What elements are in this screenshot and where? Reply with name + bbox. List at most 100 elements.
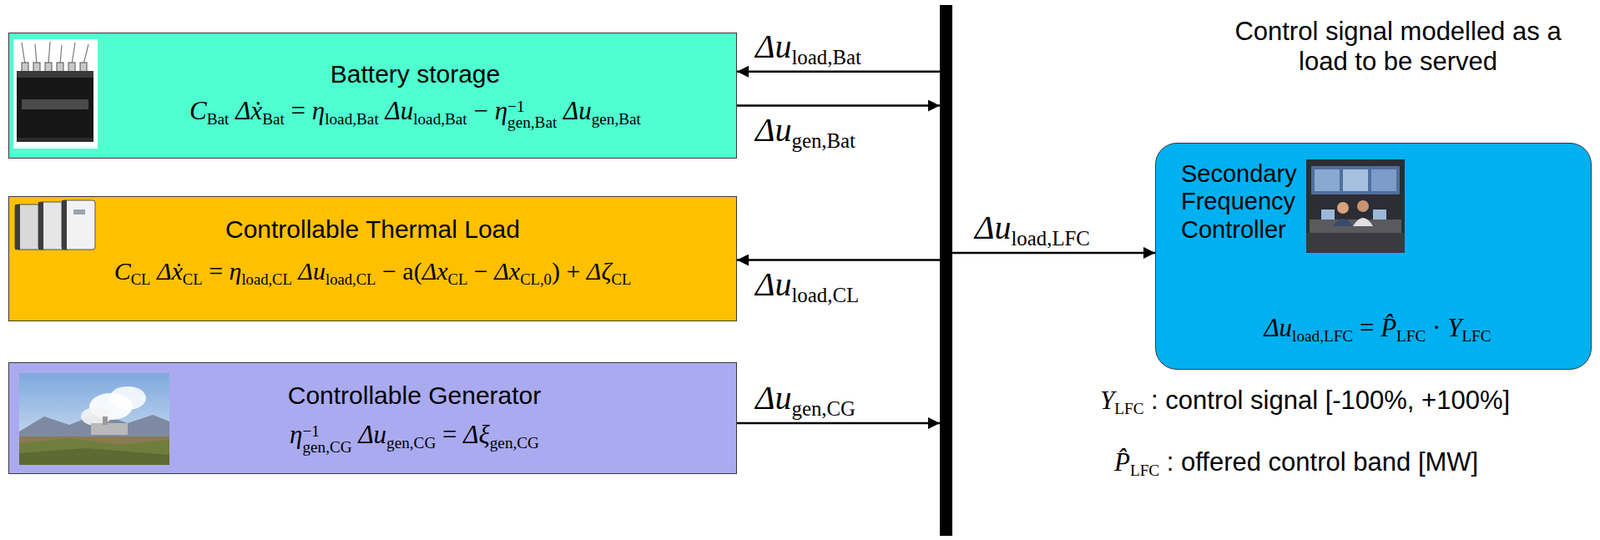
subscript: CL [131,269,152,288]
symbol: η [312,95,325,126]
illustration-part [19,436,170,465]
equation: η−1gen,CG Δugen,CG = Δξgen,CG [289,418,540,455]
symbol: Δu [1263,312,1293,343]
symbol: C [114,257,132,285]
subscript: load,CL [241,269,292,288]
subscript: load,CL [325,269,376,288]
subscript: load,CL [791,282,859,306]
subscript: gen,CG [302,439,352,455]
illustration-part [109,386,147,410]
symbol: Δx [422,257,449,285]
subscript: load,Bat [324,110,379,128]
symbol: Δu [974,208,1011,247]
label-slot: Δuload,Bat [755,25,862,71]
symbol: Δu [755,378,792,417]
illustration-part [73,209,86,215]
symbol: η [289,419,303,450]
illustration-part [1332,218,1353,227]
generator-box: Controllable Generatorη−1gen,CG Δugen,CG… [8,362,737,475]
subscript: CL [182,269,203,288]
symbol: Δu [384,95,414,126]
label-slot: P̂LFC : offered control band [MW] [1114,447,1479,480]
subscript: gen,Bat [791,129,855,152]
subscript: gen,CG [791,397,855,420]
symbol: Δẋ [235,95,263,126]
illustration-part [13,39,98,149]
illustration-part [61,200,67,250]
subscript: LFC [1396,327,1426,345]
illustration-part [21,42,26,65]
illustration-part [1314,169,1340,192]
subscript: LFC [1461,327,1491,345]
subscript: Bat [206,110,230,128]
symbol: Y [1447,312,1462,343]
label-slot: YLFC : control signal [-100%, +100%] [1100,385,1510,419]
illustration-part [1321,209,1335,220]
signal-name: Δugen,CG [755,376,856,423]
subscript: gen,Bat [507,114,557,131]
illustration-part [21,41,89,65]
controller-box: Secondary Frequency ControllerΔuload,LFC… [1155,142,1592,370]
illustration-part [48,41,51,65]
index-pair: −1gen,CG [302,423,352,455]
symbol: η [494,95,508,126]
subscript: load,Bat [413,110,468,128]
wire-group [736,71,1156,424]
symbol: P̂ [1114,447,1131,477]
subscript: load,LFC [1010,227,1090,250]
symbol-note: YLFC : control signal [-100%, +100%] [1100,385,1510,419]
signal-arrow [952,252,1156,255]
illustration-part [15,204,21,250]
signal-arrow [736,70,940,74]
illustration-part [1342,169,1368,192]
label-slot: Δugen,CG [755,376,856,423]
control-room-photo [1306,159,1405,253]
illustration-part [16,77,94,142]
label-slot: Δugen,Bat [755,108,856,155]
subscript: LFC [1130,461,1160,480]
illustration-part [83,44,89,65]
box-title: Secondary Frequency Controller [1181,160,1307,244]
subscript: load,Bat [791,45,861,69]
illustration-part [1337,201,1349,214]
superscript: −1 [302,423,352,440]
subscript: load,LFC [1292,327,1353,345]
symbol: Δx [494,257,520,285]
subscript: CL [611,269,632,288]
illustration-part [80,407,112,426]
subscript: CL,0 [519,269,552,288]
illustration-part [61,200,96,250]
signal-name: Δuload,Bat [755,25,862,71]
symbol: Δu [358,419,387,450]
subscript: gen,CG [386,434,436,452]
signal-arrow [736,258,940,262]
illustration-part [71,42,76,65]
symbol: Δu [755,265,792,303]
illustration-part [1352,217,1373,227]
symbol: Δu [755,111,792,149]
signal-arrow [736,104,940,107]
symbol: Δζ [586,257,612,285]
battery-picture [13,39,98,149]
bus-bar [939,5,953,536]
subscript: CL [448,269,469,288]
load-box: Controllable Thermal LoadCCL ΔẋCL = ηloa… [8,196,737,322]
subscript: Bat [262,110,285,128]
illustration-part [21,99,89,110]
box-title: Controllable Generator [287,381,542,411]
subscript: gen,CG [489,434,540,452]
illustration-part [1357,200,1369,212]
signal-name: Δuload,LFC [974,206,1091,253]
symbol: P̂ [1380,312,1397,343]
label-slot: Control signal modelled as a load to be … [1226,16,1570,76]
plant-photo [19,373,170,465]
symbol: Δu [563,95,592,126]
illustration-part [1306,232,1405,253]
illustration-part [1372,209,1387,220]
index-pair: −1gen,Bat [507,98,557,131]
illustration-part [1306,159,1405,253]
subscript: gen,Bat [591,110,642,128]
heater-picture [11,199,100,252]
illustration-part [35,44,37,65]
